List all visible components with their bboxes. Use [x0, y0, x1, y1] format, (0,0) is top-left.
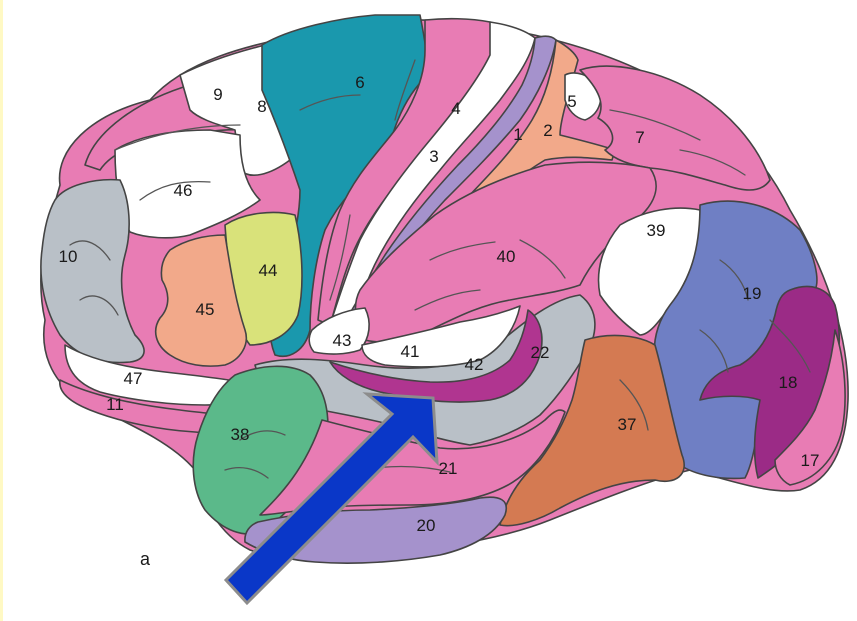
area-label-9: 9 — [213, 85, 222, 104]
area-label-7: 7 — [635, 128, 644, 147]
area-label-11: 11 — [106, 395, 124, 414]
area-label-19: 19 — [743, 284, 762, 303]
area-label-41: 41 — [401, 342, 420, 361]
area-label-38: 38 — [231, 425, 250, 444]
area-label-44: 44 — [259, 261, 278, 280]
area-label-46: 46 — [174, 181, 193, 200]
area-label-17: 17 — [801, 451, 820, 470]
panel-label: a — [140, 549, 151, 569]
area-label-21: 21 — [439, 459, 458, 478]
area-label-43: 43 — [333, 331, 352, 350]
area-label-42: 42 — [465, 355, 484, 374]
area-label-20: 20 — [417, 516, 436, 535]
area-label-40: 40 — [497, 247, 516, 266]
area-label-45: 45 — [196, 300, 215, 319]
area-label-6: 6 — [355, 73, 364, 92]
area-label-4: 4 — [451, 99, 460, 118]
area-label-18: 18 — [779, 373, 798, 392]
area-label-3: 3 — [429, 147, 438, 166]
area-label-39: 39 — [647, 221, 666, 240]
area-label-22: 22 — [531, 343, 550, 362]
area-label-10: 10 — [59, 247, 78, 266]
area-label-47: 47 — [124, 369, 143, 388]
area-label-1: 1 — [513, 125, 522, 144]
area-label-2: 2 — [543, 121, 552, 140]
area-label-8: 8 — [257, 97, 266, 116]
area-label-37: 37 — [618, 415, 637, 434]
area-label-5: 5 — [567, 92, 576, 111]
